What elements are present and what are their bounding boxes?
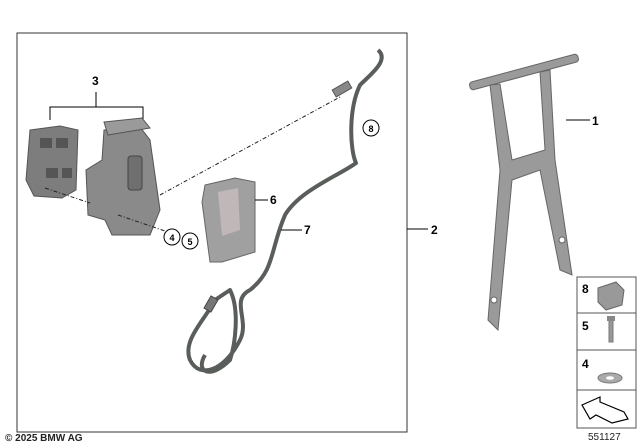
- legend-label-8: 8: [582, 282, 589, 296]
- callout-8: 8: [368, 124, 373, 134]
- diagram-number: 551127: [588, 432, 621, 443]
- legend-label-5: 5: [582, 319, 589, 333]
- bolt-icon: [608, 319, 614, 343]
- cable-harness: [186, 48, 384, 374]
- group-frame: [16, 32, 408, 433]
- callout-7: 7: [304, 223, 311, 237]
- legend-panel: 8 5 4: [576, 276, 637, 429]
- clip-icon: [597, 281, 625, 311]
- callout-6: 6: [270, 193, 277, 207]
- connector-plate: [25, 125, 79, 199]
- callout-5: 5: [187, 237, 192, 247]
- bracket-3: [49, 106, 144, 120]
- callout-2: 2: [431, 223, 438, 237]
- cover-cap: [201, 177, 256, 263]
- arrow-icon: [581, 396, 629, 424]
- holder-frame: [469, 53, 579, 332]
- copyright: © 2025 BMW AG: [5, 433, 83, 444]
- callout-3: 3: [92, 74, 99, 88]
- callout-4: 4: [169, 233, 174, 243]
- socket-housing: [85, 117, 161, 236]
- legend-label-4: 4: [582, 357, 589, 371]
- callout-1: 1: [592, 114, 599, 128]
